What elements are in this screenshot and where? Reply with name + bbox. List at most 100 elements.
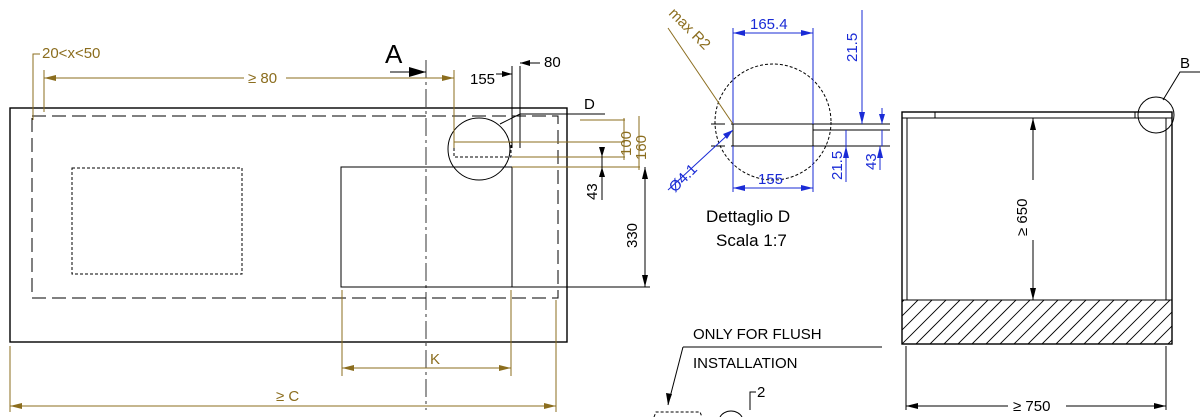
dim-43-label: 43 <box>584 183 601 200</box>
hatch-line <box>1027 300 1073 344</box>
dim-radius-leader <box>667 27 734 125</box>
dim-155d-label: 155 <box>758 171 783 188</box>
detail-b-leader <box>1162 71 1200 101</box>
cutout-hidden-outline <box>31 115 559 299</box>
flush-note-line1: ONLY FOR FLUSH <box>693 326 822 343</box>
detail-d-view: 165.4 max R2 21.5 21.5 43 155 Ø4.1 Detta… <box>665 5 890 250</box>
hatch-line <box>985 300 1031 344</box>
hatch-line <box>902 300 933 331</box>
dim-diameter-leader <box>667 129 734 191</box>
hatch-line <box>1097 300 1143 344</box>
hatch-line <box>1139 311 1172 344</box>
countertop-outline <box>9 107 568 343</box>
dim-min80-arrow-right <box>442 75 454 81</box>
dim-155-label: 155 <box>470 71 495 88</box>
dim-160-label: 160 <box>633 135 650 160</box>
flush-note-line2: INSTALLATION <box>693 355 797 372</box>
dim-21top-label: 21.5 <box>844 33 861 62</box>
dim-side-arrow <box>879 114 885 124</box>
dim-80-arrow <box>520 60 530 66</box>
dim-155d-arrow-right <box>801 185 813 191</box>
hatch-line <box>971 300 1017 344</box>
flush-profile-partial <box>653 411 703 417</box>
side-view: B ≥ 650 ≥ 750 <box>901 55 1200 415</box>
dim-750-arrow-left <box>906 403 918 409</box>
hatch-line <box>1055 300 1101 344</box>
hatch-line <box>999 300 1045 344</box>
dim-2-leader <box>749 391 756 410</box>
hatch-line <box>1069 300 1115 344</box>
dim-330-arrow-top <box>642 167 648 179</box>
detail-d-leader <box>499 113 605 125</box>
hatch-line <box>1083 300 1129 344</box>
detail-d-circle <box>447 117 511 181</box>
flush-note-arrow <box>666 393 672 405</box>
detail-d-boundary <box>714 63 832 181</box>
dim-21bottom-arrow <box>843 146 849 158</box>
dim-21bottom-label: 21.5 <box>829 151 846 180</box>
dim-43d-arrow <box>877 146 883 158</box>
dim-165-label: 165.4 <box>750 16 788 33</box>
hatch-line <box>1111 300 1157 344</box>
dim-diameter-arrow <box>723 130 733 139</box>
dim-min80-arrow-left <box>44 75 56 81</box>
detail-d-scale: Scala 1:7 <box>716 231 787 250</box>
dim-2-label: 2 <box>757 384 765 401</box>
dim-100-label: 100 <box>618 131 635 156</box>
hatch-line <box>1182 300 1200 344</box>
hatch-line <box>1196 300 1200 344</box>
dim-330-arrow-bottom <box>642 275 648 287</box>
dim-165-arrow-left <box>733 30 745 36</box>
dim-k-arrow-left <box>342 365 354 371</box>
dim-radius-label: max R2 <box>665 5 714 54</box>
dim-c-arrow-left <box>10 403 22 409</box>
hatch-line <box>1041 300 1087 344</box>
dim-650-arrow-top <box>1030 118 1036 130</box>
dim-750-label: ≥ 750 <box>1013 398 1050 415</box>
flush-installation-note: ONLY FOR FLUSH INSTALLATION 2 <box>653 326 882 417</box>
dim-diameter-label: Ø4.1 <box>666 161 701 196</box>
dim-k-arrow-right <box>499 365 511 371</box>
hatch-line <box>902 300 905 303</box>
dim-43-arrow-top <box>599 147 605 157</box>
dim-43-arrow-bottom <box>599 167 605 177</box>
dim-21top-arrow <box>859 112 865 124</box>
sink-opening <box>340 166 513 288</box>
hatch-line <box>1167 339 1172 344</box>
dim-k-label: K <box>430 351 440 368</box>
detail-d-title: Dettaglio D <box>706 207 790 226</box>
section-arrow-head <box>409 67 426 77</box>
hob-area-dotted <box>71 167 243 275</box>
dim-x-range-leader <box>32 53 40 120</box>
dim-650-label: ≥ 650 <box>1014 199 1031 236</box>
dim-165-arrow-right <box>801 30 813 36</box>
hatch-line <box>1153 325 1172 344</box>
section-label-a: A <box>385 39 403 69</box>
dim-min80-label: ≥ 80 <box>248 70 277 87</box>
hatch-line <box>902 300 919 317</box>
dim-c-label: ≥ C <box>276 388 299 405</box>
hatch-line <box>943 300 989 344</box>
dim-x-range-label: 20<x<50 <box>42 45 100 62</box>
dim-155d-arrow-left <box>733 185 745 191</box>
front-view: A 20<x<50 ≥ 80 155 80 D 100 160 <box>9 39 650 412</box>
hatch-line <box>902 300 947 344</box>
detail-d-callout: D <box>584 96 595 113</box>
dim-750-arrow-right <box>1154 403 1166 409</box>
hatch-line <box>1125 300 1171 344</box>
flush-profile-arc <box>719 410 743 417</box>
detail-b-callout: B <box>1180 55 1190 72</box>
dim-80-label: 80 <box>544 54 561 71</box>
cabinet-outline <box>901 111 1173 345</box>
detail-b-circle <box>1137 96 1175 134</box>
dim-330-label: 330 <box>624 223 641 248</box>
bracket-slot-hidden <box>453 141 512 158</box>
hatch-line <box>957 300 1003 344</box>
dim-155-arrow <box>502 71 512 77</box>
plinth-hatch <box>902 300 1200 344</box>
hatch-line <box>1013 300 1059 344</box>
dim-c-arrow-right <box>544 403 556 409</box>
dim-650-arrow-bottom <box>1030 288 1036 300</box>
hatch-line <box>915 300 961 344</box>
